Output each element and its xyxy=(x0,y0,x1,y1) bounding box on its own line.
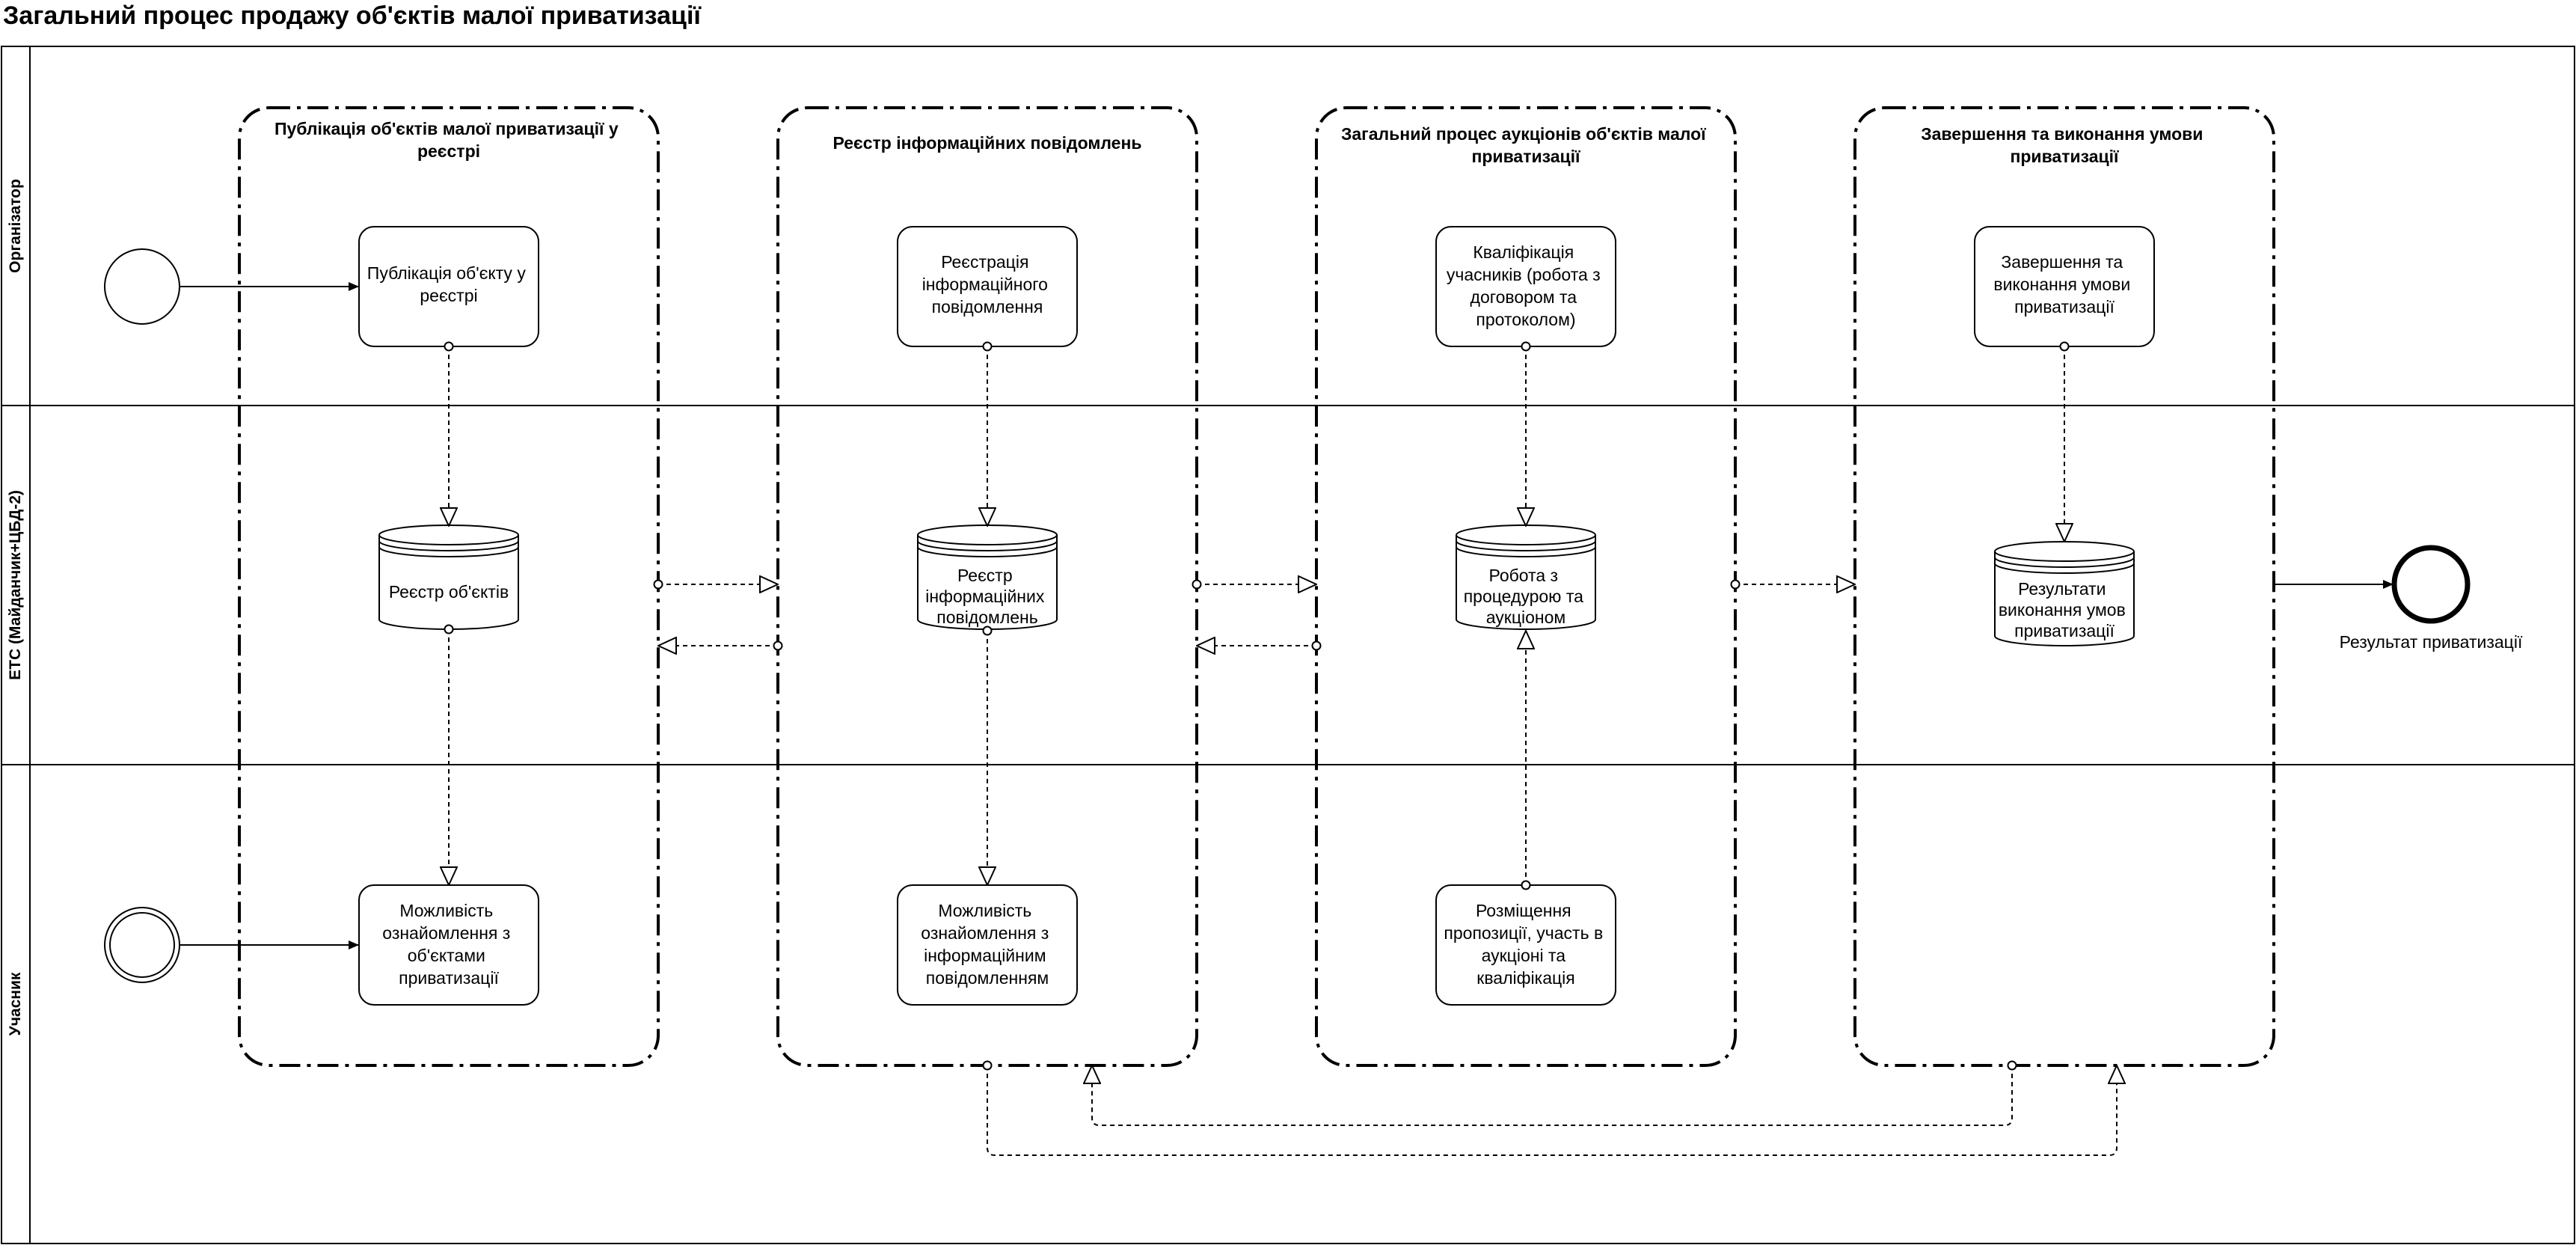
svg-text:Розміщення пропозиції, у: Розміщення пропозиції, участь в аукціоні… xyxy=(1444,901,1607,988)
svg-text:Результати виконання умо: Результати виконання умов приватизації xyxy=(1999,579,2130,640)
group-title: Завершення та виконання умови приватизац… xyxy=(1921,124,2208,166)
end-event-label: Результат приватизації xyxy=(2340,632,2523,652)
task-view-info-message[interactable]: Можливість ознайомлення з інформаційним … xyxy=(897,884,1078,1006)
start-event-organizer[interactable] xyxy=(104,248,180,325)
svg-text:Можливість ознайомлення: Можливість ознайомлення з інформаційним … xyxy=(921,901,1053,988)
group-title: Реєстр інформаційних повідомлень xyxy=(832,133,1141,153)
task-view-objects[interactable]: Можливість ознайомлення з об'єктами прив… xyxy=(358,884,539,1006)
group-title: Публікація об'єктів малої приватизації у… xyxy=(275,119,623,161)
message-flow xyxy=(987,1065,2117,1156)
task-qualification[interactable]: Кваліфікація учасників (робота з договор… xyxy=(1435,226,1616,347)
datastore-results[interactable]: Результати виконання умов приватизації xyxy=(1994,541,2135,646)
end-event[interactable] xyxy=(2391,545,2471,624)
lane-label-participant: Учасник xyxy=(7,972,24,1036)
datastore-objects-register[interactable]: Реєстр об'єктів xyxy=(378,524,519,630)
svg-text:Реєстр об'єктів: Реєстр об'єктів xyxy=(389,582,509,602)
task-register-info-message[interactable]: Реєстрація інформаційного повідомлення xyxy=(897,226,1078,347)
svg-text:Реєстрація інформаційног: Реєстрація інформаційного повідомлення xyxy=(922,252,1053,316)
svg-text:Кваліфікація учасників (: Кваліфікація учасників (робота з договор… xyxy=(1447,242,1605,329)
svg-text:Реєстр інформаційних: Реєстр інформаційних повідомлень xyxy=(925,566,1049,627)
task-submit-proposal[interactable]: Розміщення пропозиції, участь в аукціоні… xyxy=(1435,884,1616,1006)
pool-frame xyxy=(1,46,2575,1244)
datastore-auction-work[interactable]: Робота з процедурою та аукціоном xyxy=(1456,524,1596,630)
page-title: Загальний процес продажу об'єктів малої … xyxy=(3,1,701,30)
datastore-info-register[interactable]: Реєстр інформаційних повідомлень xyxy=(917,524,1058,630)
task-completion[interactable]: Завершення та виконання умови приватизац… xyxy=(1974,226,2155,347)
group-title: Загальний процес аукціонів об'єктів мало… xyxy=(1341,124,1711,166)
lane-label-ets: ЕТС (Майданчик+ЦБД-2) xyxy=(7,490,24,680)
svg-text:Завершення та виконання: Завершення та виконання умови приватизац… xyxy=(1993,252,2135,316)
start-event-participant[interactable] xyxy=(104,907,180,983)
svg-text:Робота з процедурою та: Робота з процедурою та аукціоном xyxy=(1464,566,1589,627)
task-publish-object[interactable]: Публікація об'єкту у реєстрі xyxy=(358,226,539,347)
svg-text:Можливість ознайомлення: Можливість ознайомлення з об'єктами прив… xyxy=(382,901,515,988)
lane-label-organizer: Організатор xyxy=(7,179,24,273)
message-flow xyxy=(1092,1065,2012,1126)
svg-text:Публікація об'єкту у реє: Публікація об'єкту у реєстрі xyxy=(367,263,530,305)
